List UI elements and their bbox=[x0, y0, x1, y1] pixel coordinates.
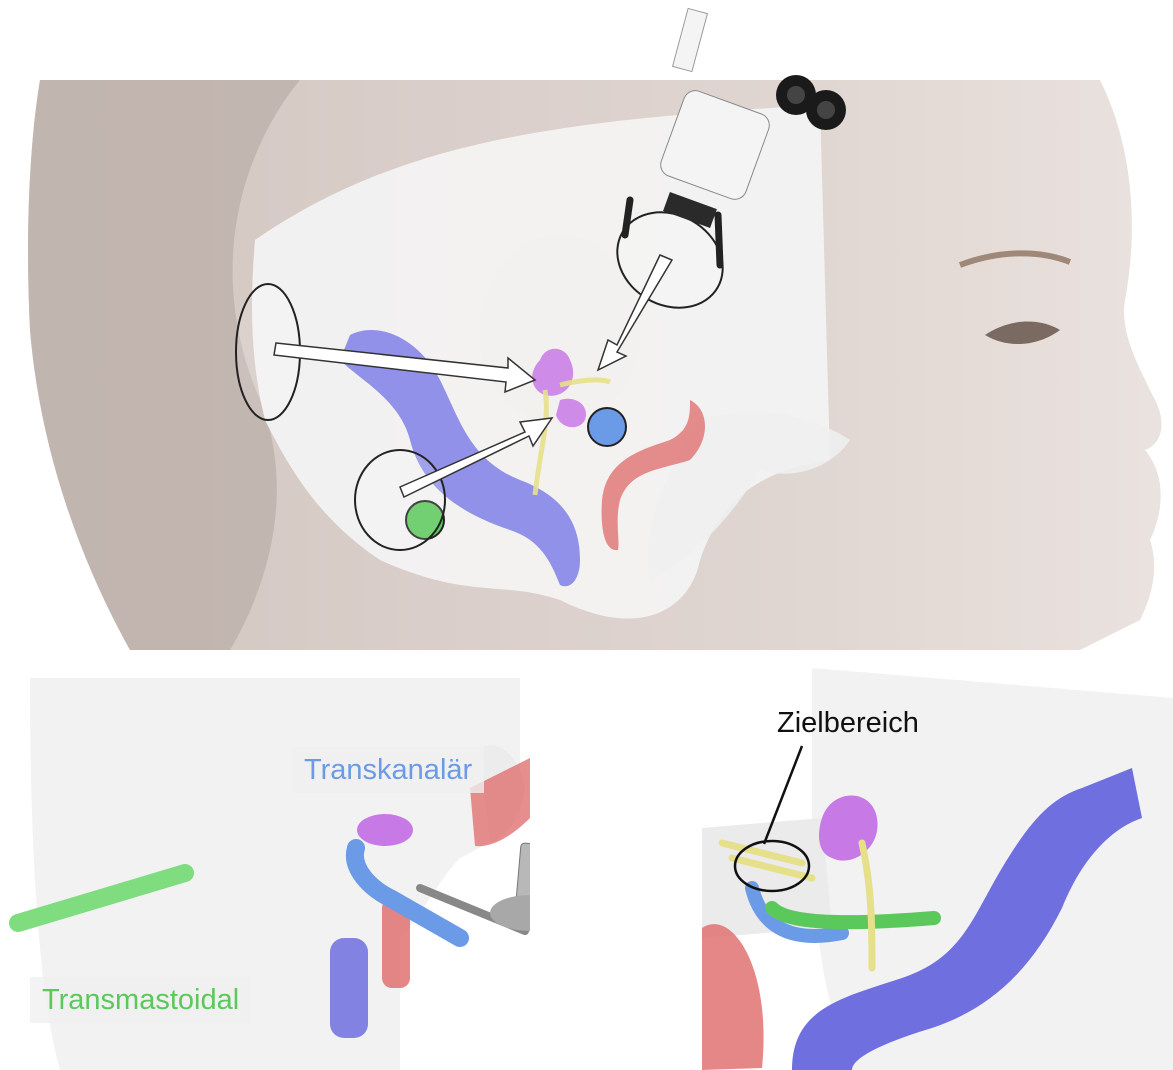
transmastoid-label: Transmastoidal bbox=[30, 977, 251, 1023]
head-overview-illustration bbox=[0, 0, 1173, 650]
labyrinth bbox=[357, 814, 413, 846]
target-area-label: Zielbereich bbox=[777, 706, 919, 740]
target-area-illustration bbox=[702, 668, 1173, 1070]
sigmoid-sinus bbox=[330, 938, 368, 1038]
carotid-artery bbox=[702, 924, 764, 1070]
target-area-panel: Zielbereich bbox=[702, 668, 1173, 1070]
transmastoid-label-text: Transmastoidal bbox=[42, 984, 239, 1016]
mastoid-entry-ellipse bbox=[355, 450, 445, 550]
transcanal-label-text: Transkanalär bbox=[304, 754, 472, 786]
transcanal-label: Transkanalär bbox=[292, 747, 484, 793]
transcanal-target-dot bbox=[588, 408, 626, 446]
head-overview-panel bbox=[0, 0, 1173, 650]
endoscopic-approach-panel: Transkanalär Transmastoidal bbox=[0, 668, 530, 1070]
